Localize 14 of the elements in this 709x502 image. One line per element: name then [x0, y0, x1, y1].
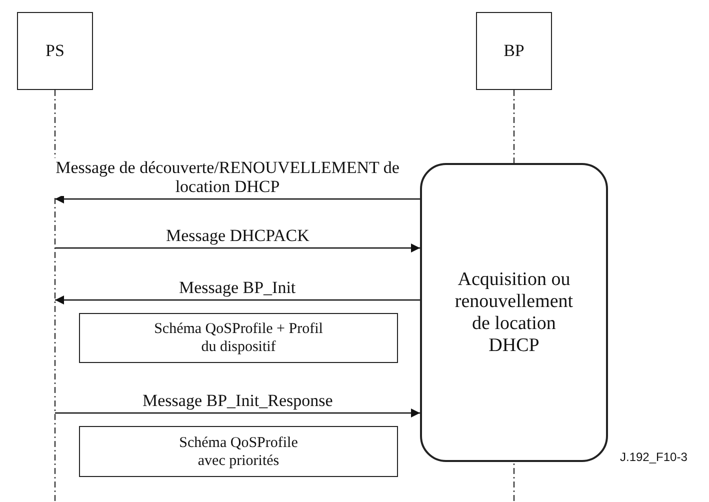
box-text: Acquisition ou renouvellement de location DHCP	[454, 268, 574, 356]
note-box	[79, 426, 398, 477]
participant-box: PS	[17, 12, 93, 90]
arrow	[55, 194, 420, 204]
participant-name: BP	[504, 41, 524, 61]
box-text: Schéma QoSProfile avec priorités	[178, 434, 299, 470]
process-box	[420, 163, 608, 462]
arrow	[55, 244, 420, 252]
note-box	[79, 313, 398, 363]
figure-id: J.192_F10-3	[620, 450, 688, 464]
arrow	[55, 296, 420, 304]
participant-box	[476, 12, 552, 90]
box-text: Schéma QoSProfile + Profil du dispositif	[153, 320, 324, 356]
arrow	[55, 408, 420, 418]
